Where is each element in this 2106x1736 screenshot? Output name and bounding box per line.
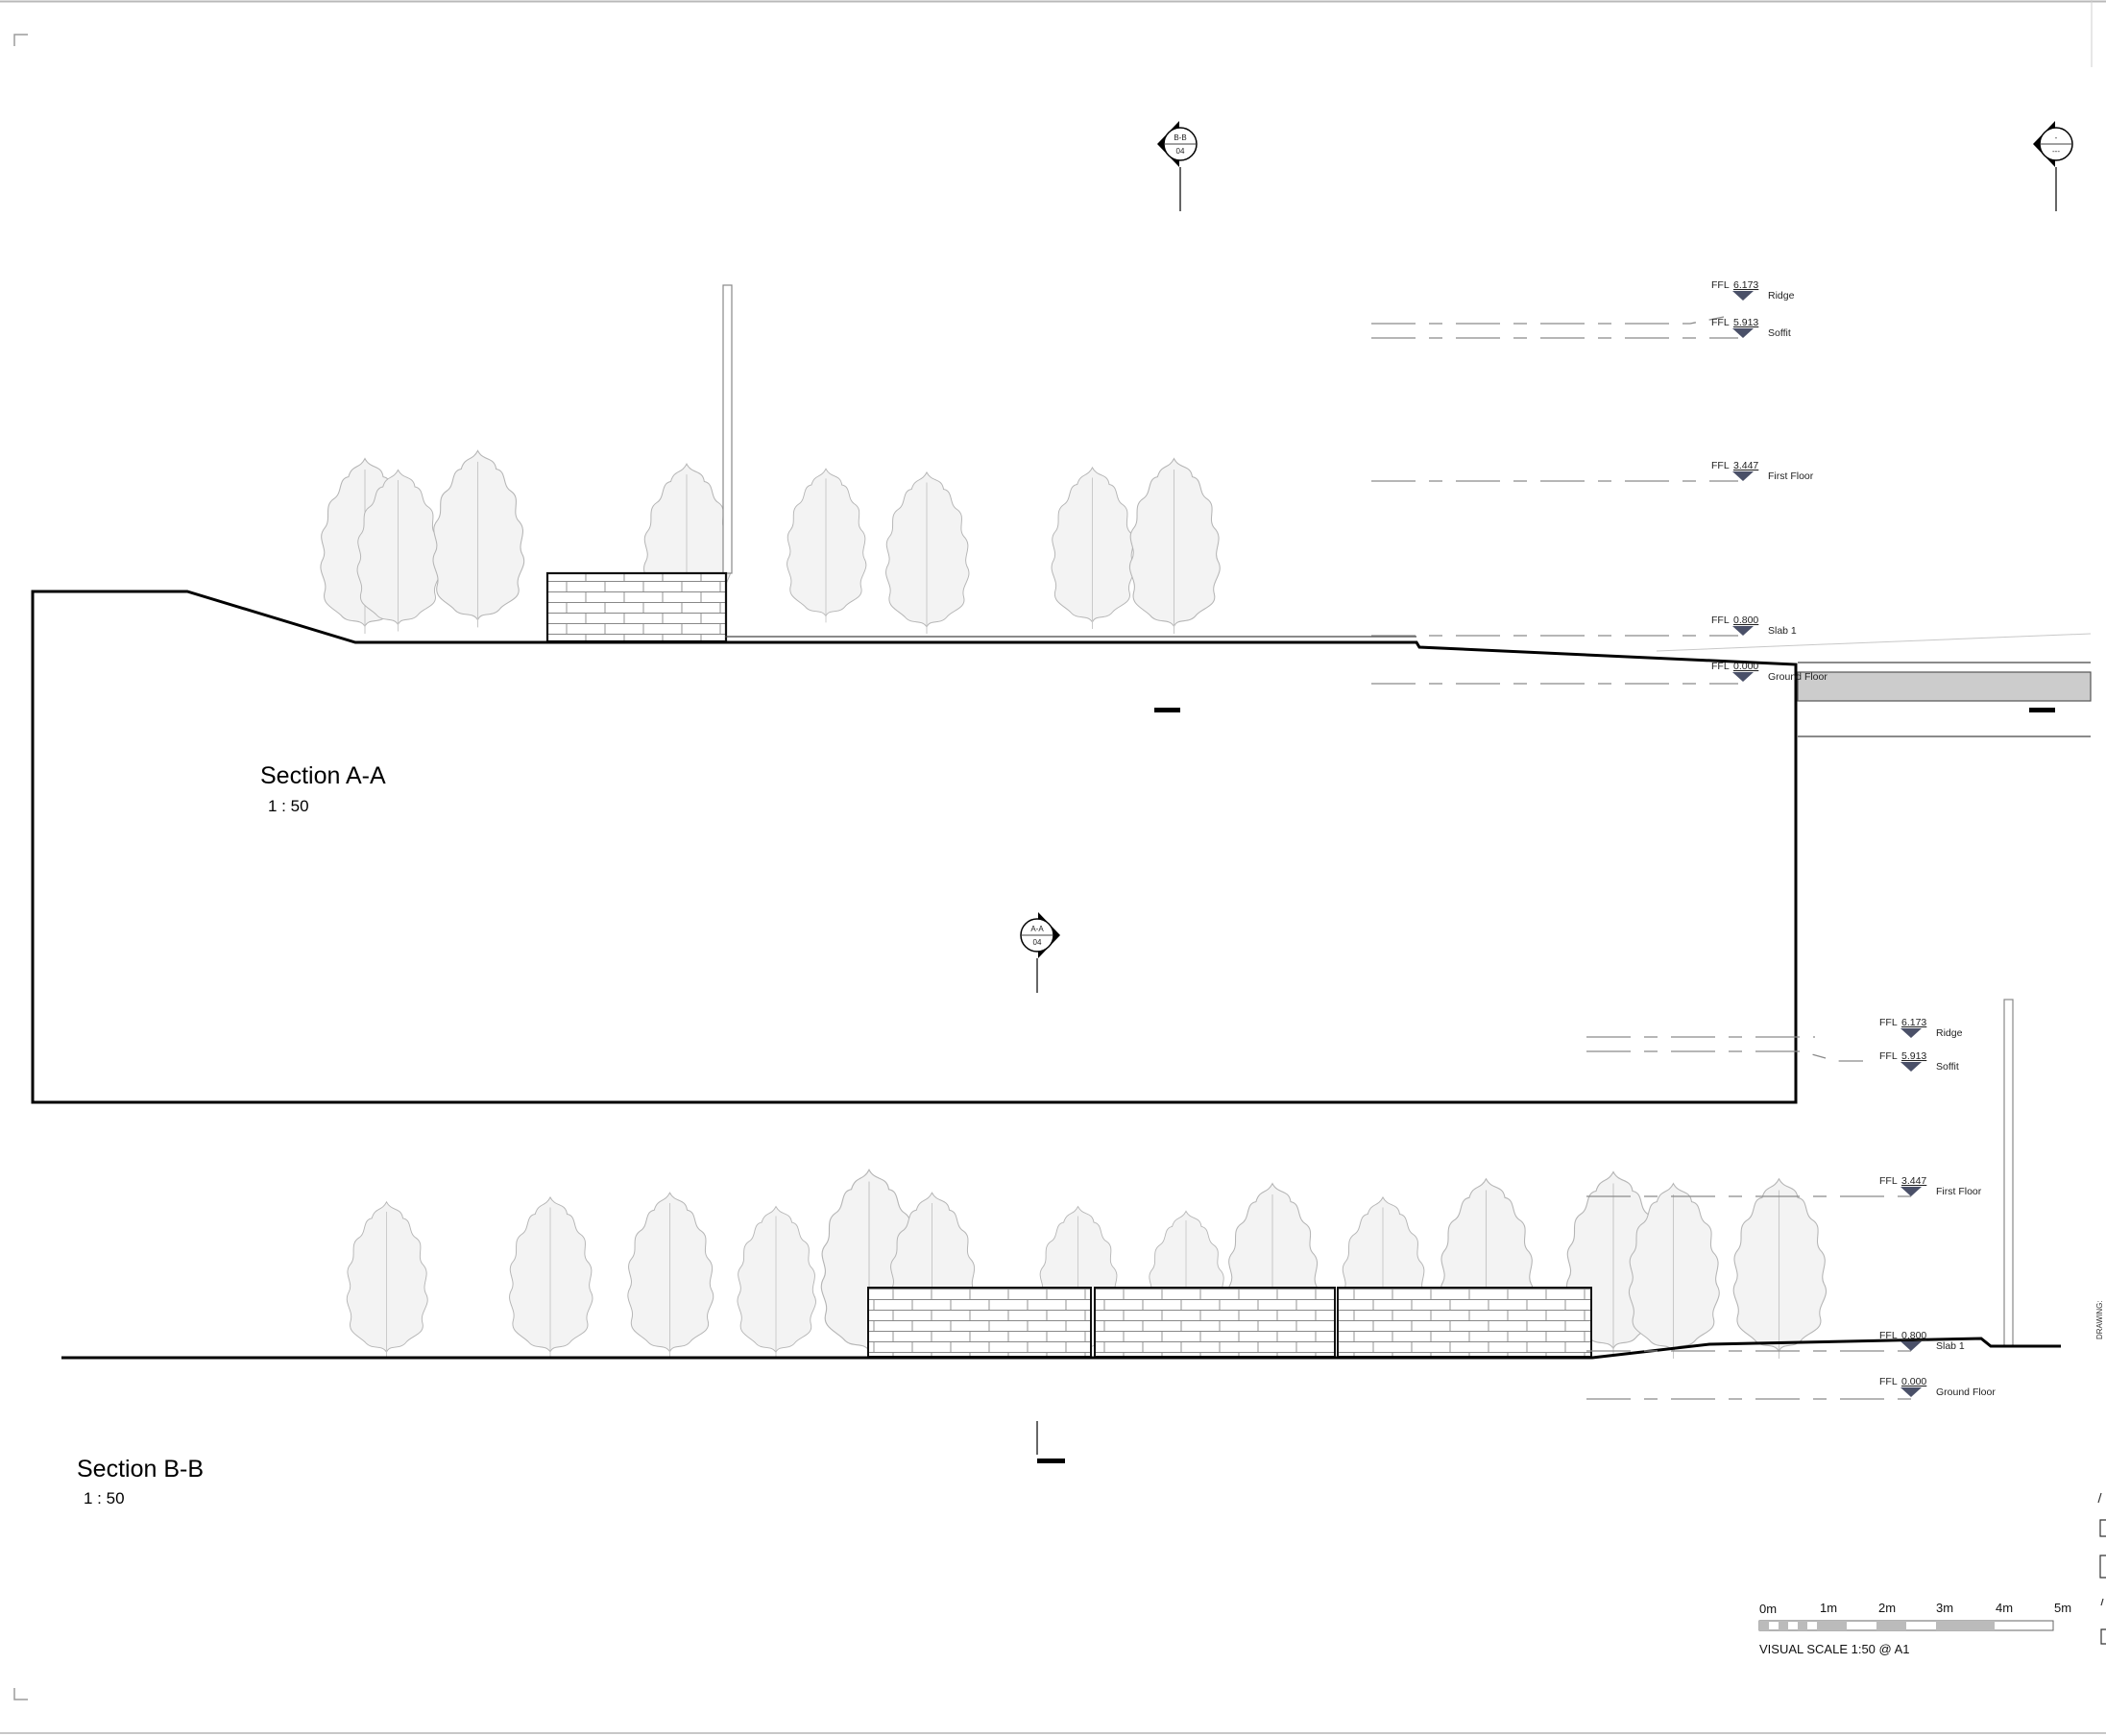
level-code: FFL [1879,1175,1898,1187]
ground-slab [1797,671,2092,702]
level-name: First Floor [1936,1186,1982,1197]
level-marker: FFL 5.913 Soffit [1879,1050,1959,1073]
scale-tick: 2m [1878,1601,1896,1615]
section-b-b: Section B-B 1 : 50 [61,999,2061,1507]
marker-sheet: --- [2052,147,2060,156]
level-value: 0.800 [1733,615,1758,626]
level-value: 6.173 [1901,1017,1926,1028]
ground-line-b [61,1337,2061,1360]
level-value: 5.913 [1733,317,1758,328]
section-outline-a [31,590,1798,1104]
section-marker-b-b[interactable]: B-B 04 [1157,121,1198,211]
level-code: FFL [1711,317,1730,328]
level-code: FFL [1711,661,1730,672]
scale-tick: 0m [1759,1602,1777,1616]
marker-label: B-B [1174,133,1186,142]
brick-wall-a [545,571,728,643]
scale-tick: 3m [1936,1601,1953,1615]
level-value: 6.173 [1733,279,1758,291]
section-a-title: Section A-A [260,762,386,789]
level-marker: FFL 6.173 Ridge [1711,279,1795,301]
level-name: Ridge [1768,290,1795,301]
level-code: FFL [1711,615,1730,626]
marker-label: - [2055,133,2058,142]
marker-sheet: 04 [1033,938,1042,947]
level-code: FFL [1879,1330,1898,1341]
level-marker: FFL 6.173 Ridge [1879,1017,1963,1039]
section-b-scale: 1 : 50 [84,1489,125,1507]
level-code: FFL [1711,460,1730,471]
level-name: Soffit [1768,327,1791,339]
title-block-edge [2097,1492,2106,1645]
brick-wall-b2 [1094,1287,1336,1358]
trees-section-a [320,449,1221,634]
level-marker: FFL 0.800 Slab 1 [1879,1330,1965,1352]
visual-scale-bar: 0m 1m 2m 3m 4m 5m VISUAL SCALE 1:50 @ A1 [1758,1601,2071,1656]
scale-tick: 5m [2054,1601,2071,1615]
level-marker: FFL 0.000 Ground Floor [1711,661,1828,683]
level-marker: FFL 0.800 Slab 1 [1711,615,1797,637]
brick-wall-b3 [1337,1287,1592,1358]
level-code: FFL [1879,1017,1898,1028]
section-marker-a-a[interactable]: A-A 04 [1020,912,1060,993]
level-name: Slab 1 [1768,625,1797,637]
level-value: 0.800 [1901,1330,1926,1341]
level-name: Soffit [1936,1061,1959,1073]
level-name: Ground Floor [1768,671,1828,683]
section-marker-right[interactable]: - --- [2033,121,2073,211]
level-marker: FFL 3.447 First Floor [1711,460,1814,482]
scale-caption: VISUAL SCALE 1:50 @ A1 [1759,1642,1910,1656]
level-value: 5.913 [1901,1050,1926,1062]
level-code: FFL [1879,1376,1898,1387]
level-markers-b: FFL 6.173 Ridge FFL 5.913 Soffit FFL 3.4… [1879,1017,1996,1398]
scale-tick: 4m [1996,1601,2013,1615]
level-code: FFL [1711,279,1730,291]
level-name: Ridge [1936,1027,1963,1039]
level-marker: FFL 0.000 Ground Floor [1879,1376,1996,1398]
section-a-scale: 1 : 50 [268,797,309,815]
level-value: 0.000 [1733,661,1758,672]
scale-tick: 1m [1820,1601,1837,1615]
level-name: First Floor [1768,470,1814,482]
level-marker: FFL 3.447 First Floor [1879,1175,1982,1197]
level-value: 0.000 [1901,1376,1926,1387]
marker-label: A-A [1030,925,1044,933]
brick-wall-b1 [867,1287,1092,1358]
level-value: 3.447 [1733,460,1758,471]
section-b-title: Section B-B [77,1456,204,1483]
level-code: FFL [1879,1050,1898,1062]
level-name: Ground Floor [1936,1386,1996,1398]
level-markers-a: FFL 6.173 Ridge FFL 5.913 Soffit FFL 3.4… [1711,279,1828,683]
marker-sheet: 04 [1176,147,1185,156]
edge-label: DRAWING: [2095,1300,2104,1339]
section-a-a: Section A-A 1 : 50 [31,206,2092,1463]
level-marker: FFL 5.913 Soffit [1711,317,1791,339]
level-value: 3.447 [1901,1175,1926,1187]
level-name: Slab 1 [1936,1340,1965,1352]
